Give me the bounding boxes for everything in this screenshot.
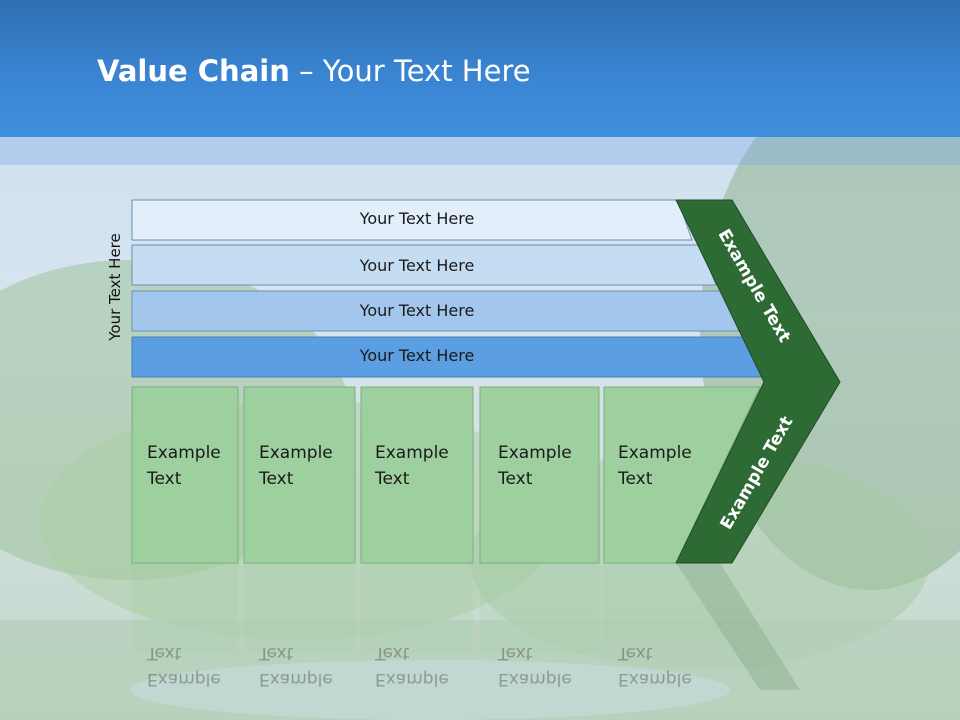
box-4 xyxy=(479,386,600,564)
box-5-line2: Text xyxy=(618,469,653,489)
box-1-reflection-line2: Text xyxy=(147,643,182,663)
box-3-reflection-line2: Text xyxy=(375,643,410,663)
box-2-reflection: Example Text xyxy=(259,640,359,692)
box-3-reflection: Example Text xyxy=(375,640,475,692)
box-5-reflection-line2: Text xyxy=(618,643,653,663)
box-2-line2: Text xyxy=(259,469,294,489)
box-2-line1: Example xyxy=(259,443,333,463)
box-5-reflection-line1: Example xyxy=(618,669,692,689)
box-4-line1: Example xyxy=(498,443,572,463)
chevron-arrow xyxy=(675,199,841,564)
bar-2-label: Your Text Here xyxy=(359,256,475,275)
box-5-line1: Example xyxy=(618,443,692,463)
box-4-reflection-line2: Text xyxy=(498,643,533,663)
box-4-reflection-line1: Example xyxy=(498,669,572,689)
box-4-line2: Text xyxy=(498,469,533,489)
title-bold: Value Chain xyxy=(97,54,290,88)
box-4-reflection: Example Text xyxy=(498,640,598,692)
bar-1 xyxy=(131,199,693,241)
box-2-reflection-line1: Example xyxy=(259,669,333,689)
box-1-reflection-line1: Example xyxy=(147,669,221,689)
box-3-line1: Example xyxy=(375,443,449,463)
title-bar xyxy=(0,0,960,137)
box-1 xyxy=(131,386,239,564)
page-title: Value Chain – Your Text Here xyxy=(97,54,531,88)
box-1-reflection: Example Text xyxy=(147,640,247,692)
bar-3-label: Your Text Here xyxy=(359,301,475,320)
box-1-line1: Example xyxy=(147,443,221,463)
box-3-line2: Text xyxy=(375,469,410,489)
box-2 xyxy=(243,386,356,564)
bar-4-label: Your Text Here xyxy=(359,346,475,365)
box-3-reflection-line1: Example xyxy=(375,669,449,689)
box-1-line2: Text xyxy=(147,469,182,489)
box-5-reflection: Example Text xyxy=(618,640,718,692)
title-rest: – Your Text Here xyxy=(289,54,531,88)
bar-1-label: Your Text Here xyxy=(359,209,475,228)
box-3 xyxy=(360,386,474,564)
header-band xyxy=(0,137,960,165)
reflection-group xyxy=(132,563,800,690)
side-label: Your Text Here xyxy=(106,233,124,341)
bar-2 xyxy=(131,244,717,286)
box-2-reflection-line2: Text xyxy=(259,643,294,663)
